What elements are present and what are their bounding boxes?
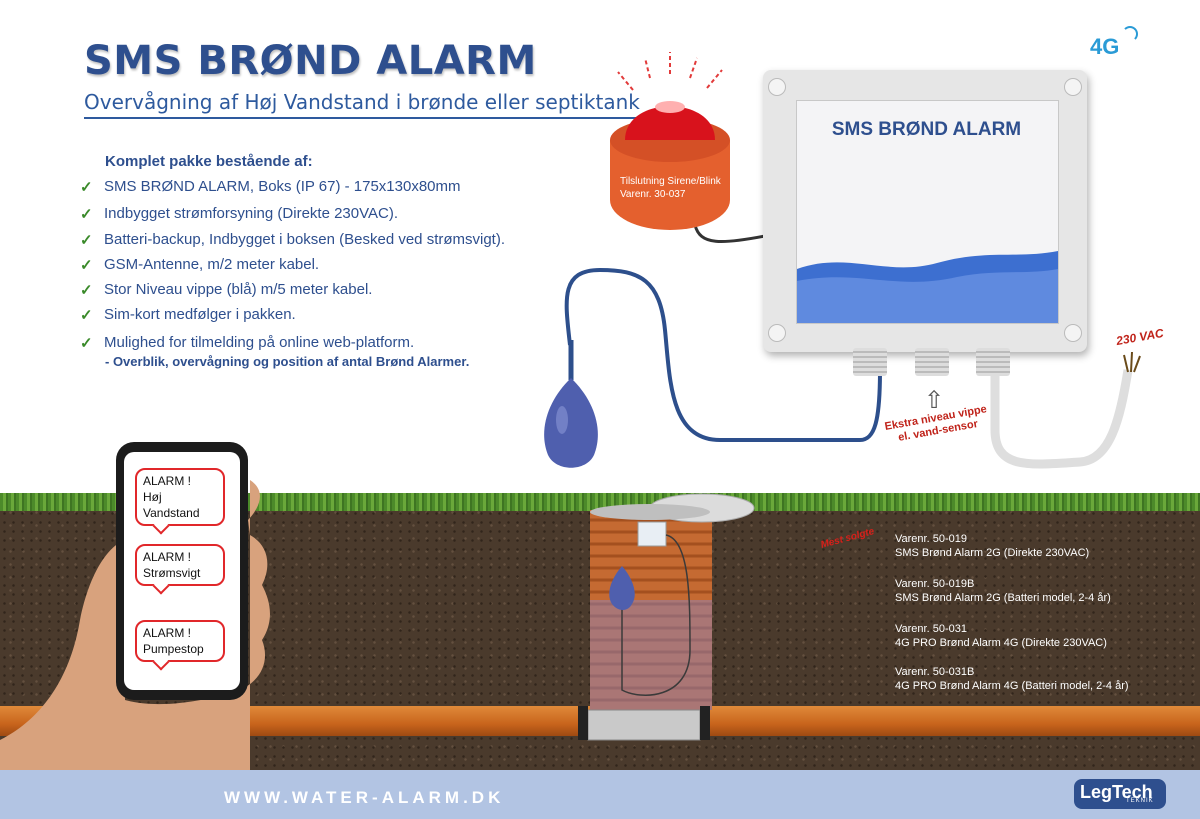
- sms-title: ALARM !: [143, 550, 192, 564]
- product-sku: Varenr. 50-019: [895, 533, 967, 545]
- check-icon: ✓: [80, 282, 93, 299]
- cable-gland: [915, 348, 949, 376]
- footer-bar: [0, 770, 1200, 819]
- product-item: Varenr. 50-019 SMS Brønd Alarm 2G (Direk…: [895, 532, 1089, 560]
- feature-item: ✓ Mulighed for tilmelding på online web-p…: [80, 334, 414, 352]
- check-icon: ✓: [80, 232, 93, 249]
- product-item: Varenr. 50-031B 4G PRO Brønd Alarm 4G (B…: [895, 665, 1129, 693]
- check-icon: ✓: [80, 307, 93, 324]
- sms-title: ALARM !: [143, 626, 192, 640]
- 4g-badge-label: 4G: [1090, 34, 1120, 59]
- product-item: Varenr. 50-019B SMS Brønd Alarm 2G (Batt…: [895, 577, 1111, 605]
- page-subtitle: Overvågning af Høj Vandstand i brønde el…: [84, 90, 640, 119]
- product-sku: Varenr. 50-031: [895, 623, 967, 635]
- siren-light: [610, 52, 730, 230]
- product-name: SMS Brønd Alarm 2G (Direkte 230VAC): [895, 547, 1090, 559]
- feature-item: ✓ Sim-kort medfølger i pakken.: [80, 306, 296, 324]
- feature-text: Indbygget strømforsyning (Direkte 230VAC…: [104, 205, 399, 222]
- feature-text: GSM-Antenne, m/2 meter kabel.: [104, 256, 320, 273]
- feature-text: Batteri-backup, Indbygget i boksen (Besk…: [104, 231, 506, 248]
- sms-alarm-message: ALARM ! Pumpestop: [135, 620, 225, 662]
- sms-text: Strømsvigt: [143, 566, 201, 580]
- sms-alarm-message: ALARM ! Høj Vandstand: [135, 468, 225, 526]
- package-heading: Komplet pakke bestående af:: [105, 153, 313, 170]
- screw-icon: [1064, 324, 1082, 342]
- well-shaft: [578, 493, 755, 741]
- product-sku: Varenr. 50-031B: [895, 666, 975, 678]
- siren-sku-text: Varenr. 30-037: [620, 189, 686, 200]
- siren-connection-text: Tilslutning Sirene/Blink: [620, 176, 721, 187]
- feature-item: ✓ GSM-Antenne, m/2 meter kabel.: [80, 256, 319, 274]
- check-icon: ✓: [80, 179, 93, 196]
- feature-item: ✓ Batteri-backup, Indbygget i boksen (Bes…: [80, 231, 505, 249]
- hand-illustration: [0, 480, 270, 770]
- check-icon: ✓: [80, 335, 93, 352]
- 4g-badge: 4G: [1090, 26, 1138, 60]
- feature-text: SMS BRØND ALARM, Boks (IP 67) - 175x130x…: [104, 178, 461, 195]
- feature-text: Sim-kort medfølger i pakken.: [104, 306, 296, 323]
- check-icon: ✓: [80, 206, 93, 223]
- feature-text: Mulighed for tilmelding på online web-pl…: [104, 334, 415, 351]
- screw-icon: [768, 78, 786, 96]
- product-sku: Varenr. 50-019B: [895, 578, 975, 590]
- sms-title: ALARM !: [143, 474, 192, 488]
- sms-alarm-message: ALARM ! Strømsvigt: [135, 544, 225, 586]
- legtech-logo-subtext: TEKNIK: [1126, 798, 1154, 804]
- feature-item: ✓ Indbygget strømforsyning (Direkte 230VA…: [80, 205, 398, 223]
- water-wave-graphic: [797, 251, 1058, 323]
- cable-gland: [976, 348, 1010, 376]
- alarm-box-front: [796, 100, 1059, 324]
- feature-text: Stor Niveau vippe (blå) m/5 meter kabel.: [104, 281, 373, 298]
- feature-item: ✓ Stor Niveau vippe (blå) m/5 meter kabel…: [80, 281, 372, 299]
- feature-item: ✓ SMS BRØND ALARM, Boks (IP 67) - 175x130…: [80, 178, 461, 196]
- feature-sub-note: - Overblik, overvågning og position af a…: [105, 354, 470, 369]
- legtech-logo: LegTech: [1074, 779, 1166, 809]
- cable-gland: [853, 348, 887, 376]
- product-name: 4G PRO Brønd Alarm 4G (Direkte 230VAC): [895, 637, 1107, 649]
- screw-icon: [768, 324, 786, 342]
- siren-label: Tilslutning Sirene/Blink Varenr. 30-037: [620, 175, 730, 201]
- product-name: SMS Brønd Alarm 2G (Batteri model, 2-4 å…: [895, 592, 1111, 604]
- sms-text: Pumpestop: [143, 642, 204, 656]
- page-title: SMS BRØND ALARM: [84, 38, 537, 84]
- alarm-box-label: SMS BRØND ALARM: [831, 119, 1022, 140]
- float-switch: [544, 340, 598, 468]
- check-icon: ✓: [80, 257, 93, 274]
- grass-strip: [0, 493, 1200, 511]
- website-link[interactable]: WWW.WATER-ALARM.DK: [224, 788, 505, 807]
- product-name: 4G PRO Brønd Alarm 4G (Batteri model, 2-…: [895, 680, 1129, 692]
- screw-icon: [1064, 78, 1082, 96]
- signal-icon: [1122, 26, 1138, 42]
- sms-text: Høj Vandstand: [143, 490, 200, 520]
- arrow-up-icon: ⇧: [924, 387, 945, 414]
- product-item: Varenr. 50-031 4G PRO Brønd Alarm 4G (Di…: [895, 622, 1107, 650]
